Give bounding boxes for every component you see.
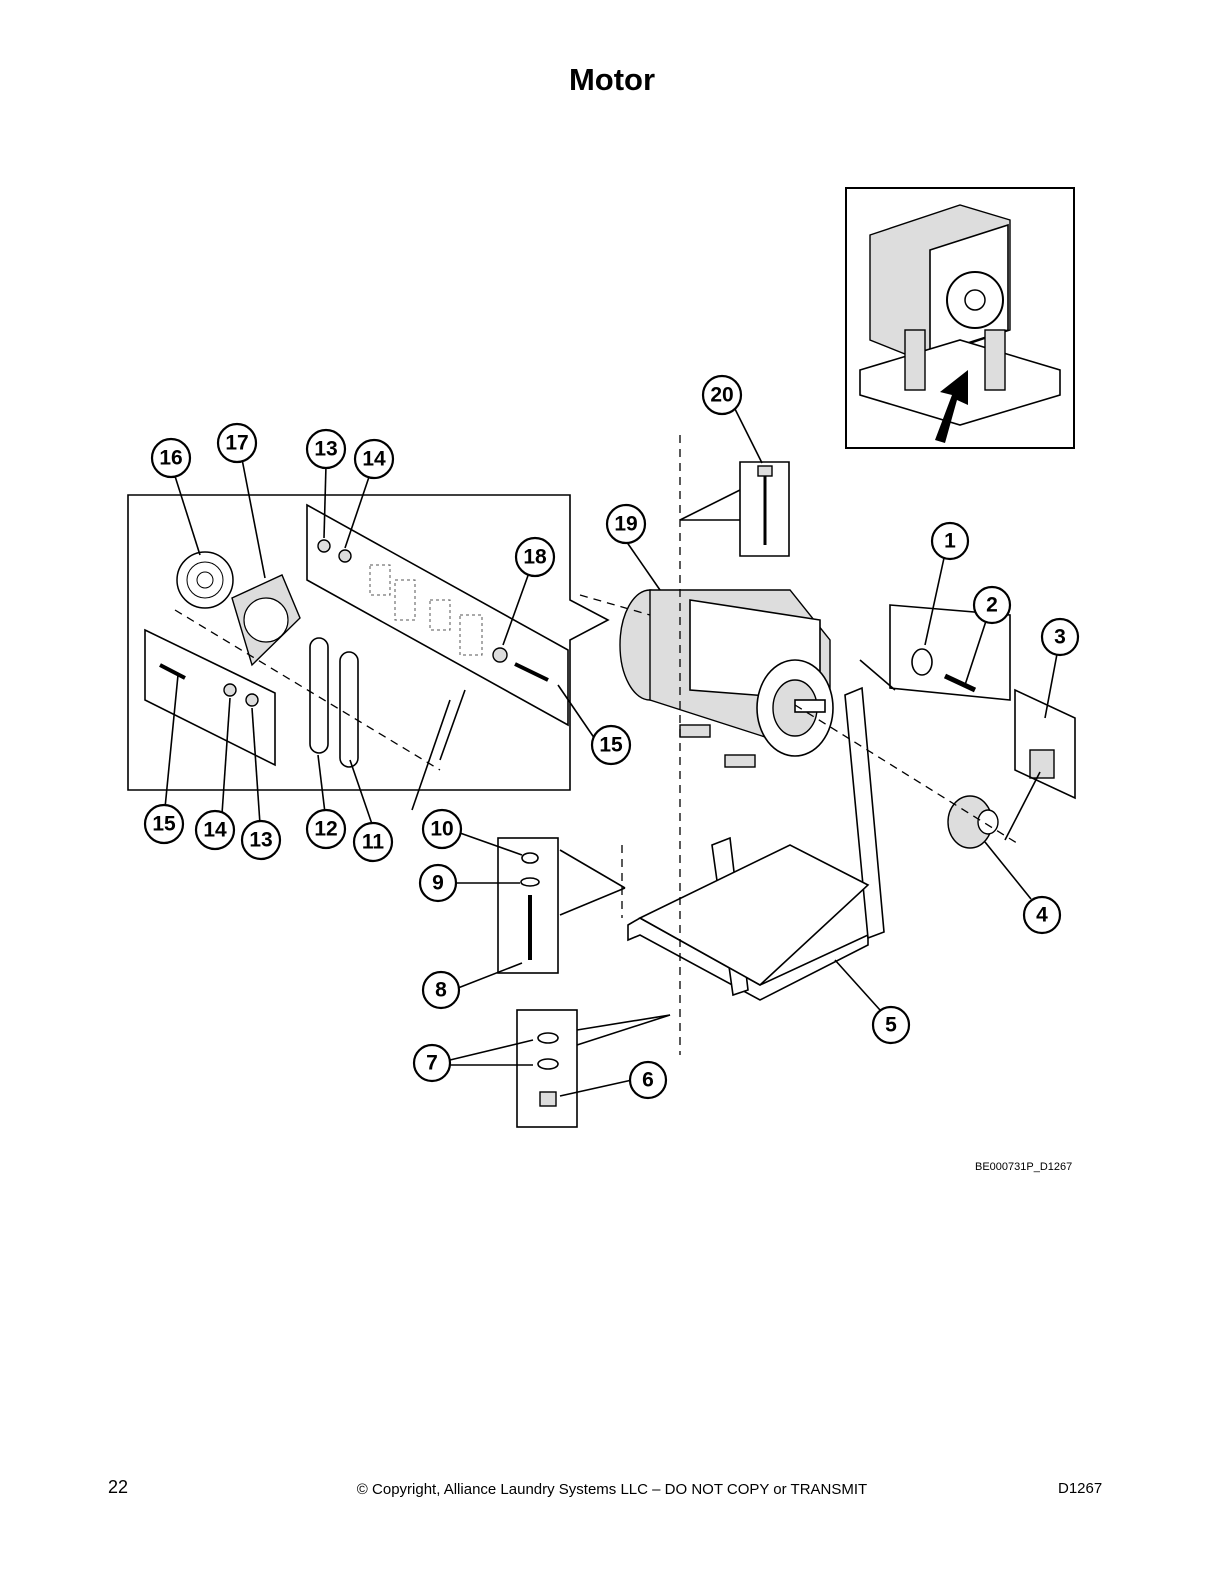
- svg-text:19: 19: [614, 513, 637, 536]
- figure-reference: BE000731P_D1267: [975, 1161, 1073, 1173]
- bushing-detail-box: [1014, 688, 1076, 800]
- mount-bolt-detail-box: [497, 837, 559, 974]
- callout-11: 11: [352, 821, 394, 863]
- svg-text:18: 18: [523, 546, 547, 569]
- svg-text:6: 6: [642, 1069, 654, 1092]
- callout-13-lower: 13: [240, 819, 282, 861]
- svg-text:11: 11: [362, 831, 385, 854]
- svg-text:16: 16: [159, 447, 182, 470]
- fan-detail-box: [127, 494, 610, 791]
- callout-6: 6: [628, 1060, 668, 1100]
- bushing: [1029, 749, 1055, 779]
- svg-text:5: 5: [885, 1014, 897, 1037]
- callout-7: 7: [412, 1043, 452, 1083]
- svg-text:14: 14: [362, 448, 386, 471]
- callout-16: 16: [150, 437, 192, 479]
- svg-text:3: 3: [1054, 626, 1066, 649]
- callout-20: 20: [701, 374, 743, 416]
- document-id: D1267: [1058, 1480, 1103, 1497]
- svg-text:7: 7: [426, 1052, 438, 1075]
- svg-text:10: 10: [430, 818, 453, 841]
- callout-4: 4: [1022, 895, 1062, 935]
- callout-17: 17: [216, 422, 258, 464]
- callout-13-upper: 13: [305, 428, 347, 470]
- inset-locator-view: [845, 187, 1075, 449]
- svg-text:1: 1: [944, 530, 956, 553]
- leader-lines: [164, 406, 1058, 1097]
- motor-body: [619, 589, 834, 768]
- svg-text:14: 14: [203, 819, 227, 842]
- svg-text:2: 2: [986, 594, 998, 617]
- svg-text:8: 8: [435, 979, 447, 1002]
- callout-2: 2: [972, 585, 1012, 625]
- svg-text:13: 13: [314, 438, 337, 461]
- svg-text:12: 12: [314, 818, 337, 841]
- callout-10: 10: [421, 808, 463, 850]
- callout-14-upper: 14: [353, 438, 395, 480]
- bolt-detail-box: [739, 461, 790, 557]
- motor-base: [627, 686, 885, 1001]
- svg-text:13: 13: [249, 829, 272, 852]
- washer-bolt-detail-box: [889, 604, 1011, 701]
- copyright-notice: © Copyright, Alliance Laundry Systems LL…: [356, 1481, 868, 1498]
- svg-text:17: 17: [225, 432, 248, 455]
- callout-18: 18: [514, 536, 556, 578]
- svg-text:15: 15: [599, 734, 623, 757]
- svg-text:20: 20: [710, 384, 733, 407]
- callout-14-lower: 14: [194, 809, 236, 851]
- callout-12: 12: [305, 808, 347, 850]
- page-title: Motor: [568, 62, 656, 97]
- callout-5: 5: [871, 1005, 911, 1045]
- nut-washer-detail-box: [516, 1009, 578, 1128]
- callout-15-upper: 15: [590, 724, 632, 766]
- callout-19: 19: [605, 503, 647, 545]
- callout-3: 3: [1040, 617, 1080, 657]
- page-number: 22: [108, 1477, 129, 1497]
- callout-1: 1: [930, 521, 970, 561]
- callout-15-lower: 15: [143, 803, 185, 845]
- svg-text:15: 15: [152, 813, 176, 836]
- svg-text:9: 9: [432, 872, 444, 895]
- callout-9: 9: [418, 863, 458, 903]
- svg-text:4: 4: [1036, 904, 1048, 927]
- callout-8: 8: [421, 970, 461, 1010]
